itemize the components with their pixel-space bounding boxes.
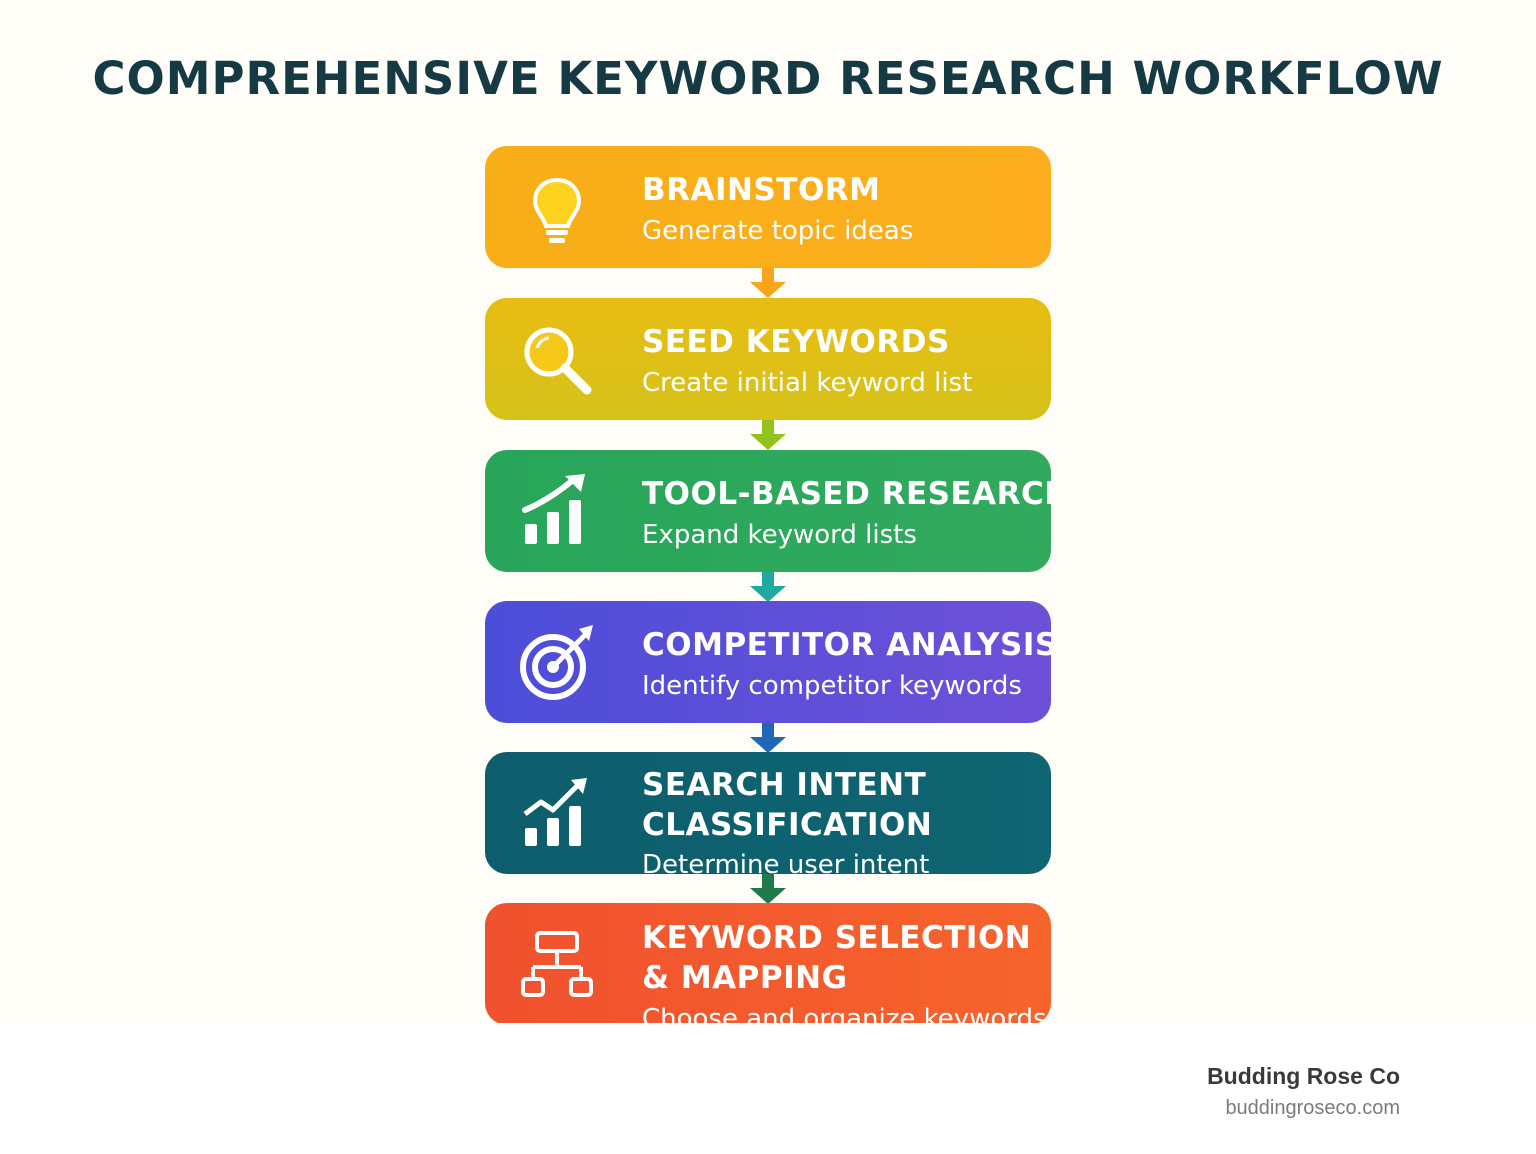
page-title: COMPREHENSIVE KEYWORD RESEARCH WORKFLOW bbox=[92, 52, 1444, 105]
step-label: SEED KEYWORDS bbox=[642, 324, 950, 360]
step-text: COMPETITOR ANALYSIS Identify competitor … bbox=[642, 601, 1051, 723]
step-label-line2: & MAPPING bbox=[642, 960, 848, 996]
step-search-intent-classification: SEARCH INTENT CLASSIFICATION Determine u… bbox=[485, 752, 1051, 874]
step-label: COMPETITOR ANALYSIS bbox=[642, 627, 1051, 663]
flow-arrow bbox=[750, 268, 786, 298]
step-description: Identify competitor keywords bbox=[642, 671, 1022, 701]
step-description: Choose and organize keywords bbox=[642, 1004, 1047, 1023]
step-text: KEYWORD SELECTION & MAPPING Choose and o… bbox=[642, 903, 1051, 1023]
flow-arrow bbox=[750, 874, 786, 904]
flow-arrow bbox=[750, 420, 786, 450]
step-label: BRAINSTORM bbox=[642, 172, 881, 208]
growth-chart-icon bbox=[522, 474, 585, 544]
step-text: SEED KEYWORDS Create initial keyword lis… bbox=[642, 298, 1051, 420]
step-label-line1: SEARCH INTENT bbox=[642, 767, 927, 803]
lightbulb-icon bbox=[532, 177, 582, 243]
step-description: Expand keyword lists bbox=[642, 520, 917, 550]
step-text: SEARCH INTENT CLASSIFICATION Determine u… bbox=[642, 752, 1051, 874]
trend-chart-icon bbox=[523, 778, 587, 846]
step-label-line2: CLASSIFICATION bbox=[642, 807, 933, 843]
flow-arrow bbox=[750, 723, 786, 753]
step-label: TOOL-BASED RESEARCH bbox=[642, 476, 1051, 512]
step-keyword-selection-mapping: KEYWORD SELECTION & MAPPING Choose and o… bbox=[485, 903, 1051, 1023]
step-label-line1: KEYWORD SELECTION bbox=[642, 920, 1032, 956]
magnifier-icon bbox=[524, 327, 592, 395]
target-icon bbox=[520, 625, 593, 700]
step-description: Create initial keyword list bbox=[642, 368, 973, 398]
step-tool-based-research: TOOL-BASED RESEARCH Expand keyword lists bbox=[485, 450, 1051, 572]
step-description: Determine user intent bbox=[642, 850, 930, 874]
hierarchy-icon bbox=[521, 931, 593, 997]
step-text: TOOL-BASED RESEARCH Expand keyword lists bbox=[642, 450, 1051, 572]
footer-url: buddingroseco.com bbox=[1225, 1097, 1400, 1119]
step-competitor-analysis: COMPETITOR ANALYSIS Identify competitor … bbox=[485, 601, 1051, 723]
step-description: Generate topic ideas bbox=[642, 216, 914, 246]
workflow-canvas: COMPREHENSIVE KEYWORD RESEARCH WORKFLOW … bbox=[92, 52, 1444, 1023]
flow-arrow bbox=[750, 572, 786, 602]
step-brainstorm: BRAINSTORM Generate topic ideas bbox=[485, 146, 1051, 268]
step-text: BRAINSTORM Generate topic ideas bbox=[642, 146, 1051, 268]
footer-brand: Budding Rose Co bbox=[1207, 1063, 1400, 1089]
step-seed-keywords: SEED KEYWORDS Create initial keyword lis… bbox=[485, 298, 1051, 420]
